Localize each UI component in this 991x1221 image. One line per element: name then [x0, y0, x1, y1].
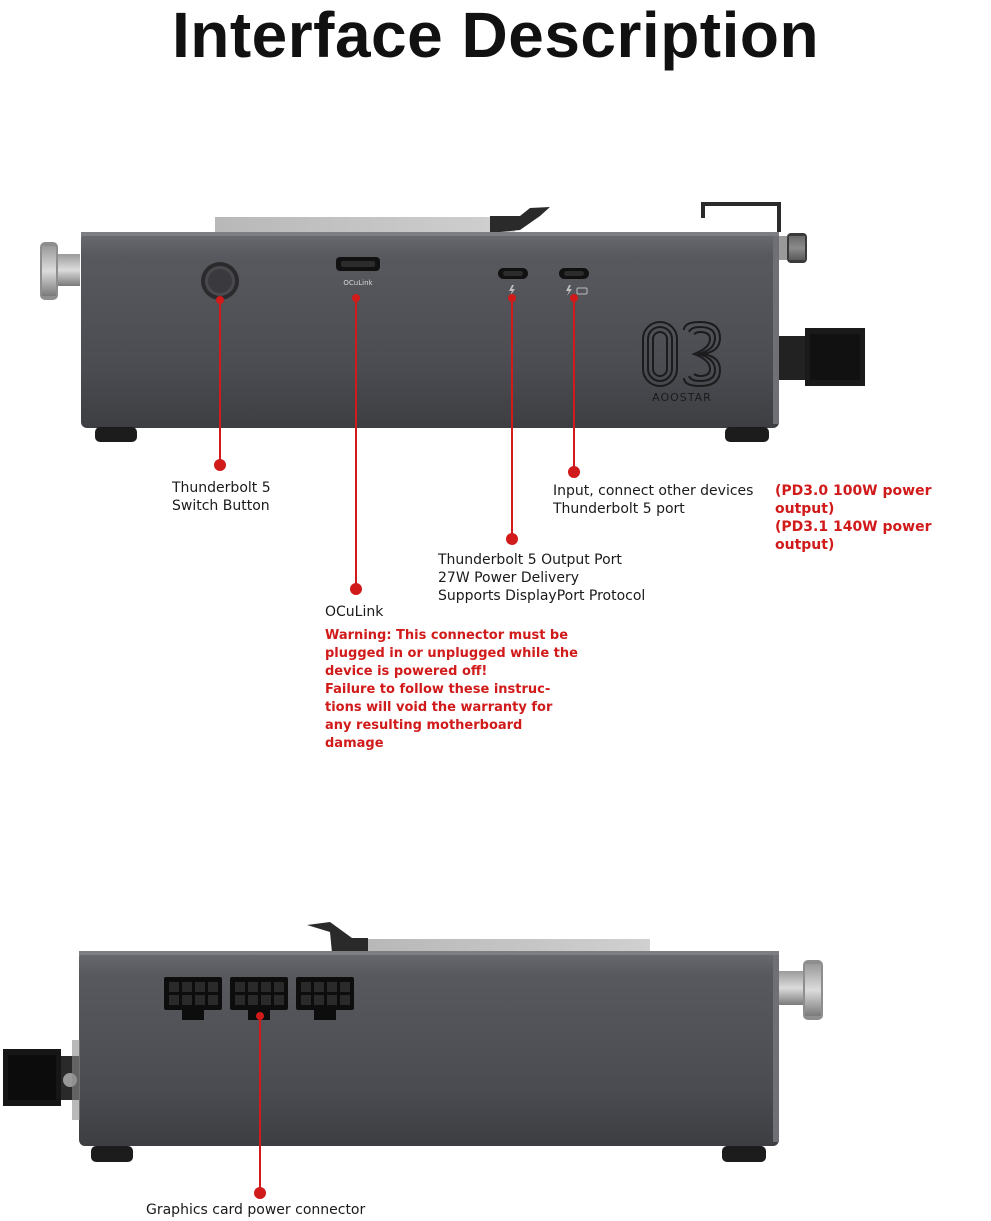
foot — [725, 427, 769, 442]
latch-handle — [490, 207, 550, 233]
page-title: Interface Description — [171, 0, 820, 71]
front-view: OCuLink AOOSTAR — [40, 202, 865, 595]
oculink-callout-title: OCuLink — [325, 604, 384, 620]
oculink-warning-line: Failure to follow these instruc- — [325, 682, 551, 697]
oculink-warning-line: device is powered off! — [325, 664, 488, 679]
callout-line-gpu — [254, 1012, 266, 1199]
switch-callout: Thunderbolt 5 Switch Button — [172, 479, 271, 515]
oculink-warning-line: plugged in or unplugged while the — [325, 646, 578, 661]
callout-lines — [214, 294, 580, 595]
oculink-warning: Warning: This connector must be plugged … — [325, 627, 605, 753]
output-port-line2: 27W Power Delivery — [438, 570, 579, 586]
foot — [722, 1146, 766, 1162]
oculink-warning-line: damage — [325, 736, 384, 751]
side-connector-left-icon — [3, 1040, 80, 1120]
input-port-line2: Thunderbolt 5 port — [553, 501, 685, 517]
output-port-line3: Supports DisplayPort Protocol — [438, 588, 646, 604]
power-switch-icon — [201, 262, 239, 300]
input-port-callout: Input, connect other devices Thunderbolt… — [553, 482, 753, 518]
model-logo-icon — [642, 320, 722, 388]
chassis-front — [81, 232, 779, 428]
thumbscrew-left-icon — [40, 242, 80, 300]
bracket — [701, 202, 781, 232]
oculink-warning-line: any resulting motherboard — [325, 718, 523, 733]
foot — [95, 427, 137, 442]
foot — [91, 1146, 133, 1162]
oculink-warning-line: tions will void the warranty for — [325, 700, 553, 715]
oculink-port-label: OCuLink — [343, 279, 373, 287]
oculink-port-icon — [336, 257, 380, 271]
usbc-input-port-icon — [559, 268, 589, 296]
gpu-power-callout: Graphics card power connector — [146, 1202, 366, 1218]
screw-right-icon — [779, 233, 807, 263]
output-port-line1: Thunderbolt 5 Output Port — [438, 552, 622, 568]
side-connector-icon — [779, 328, 865, 386]
thumbscrew-right-icon — [779, 960, 823, 1020]
gpu-power-connector-icon — [164, 977, 354, 1020]
switch-callout-line1: Thunderbolt 5 — [172, 480, 271, 496]
output-port-callout: Thunderbolt 5 Output Port 27W Power Deli… — [438, 551, 645, 605]
top-plate — [368, 939, 650, 953]
back-view — [3, 922, 823, 1199]
model-brand-label: AOOSTAR — [652, 391, 712, 404]
latch-handle — [307, 922, 368, 953]
input-port-power2: (PD3.1 140W power output) — [775, 519, 932, 553]
input-port-power-callout: (PD3.0 100W power output) (PD3.1 140W po… — [775, 482, 991, 554]
oculink-warning-line: Warning: This connector must be — [325, 628, 569, 643]
top-plate — [215, 217, 515, 233]
switch-callout-line2: Switch Button — [172, 498, 270, 514]
usbc-output-port-icon — [498, 268, 528, 296]
input-port-line1: Input, connect other devices — [553, 483, 754, 499]
input-port-power1: (PD3.0 100W power output) — [775, 483, 932, 517]
